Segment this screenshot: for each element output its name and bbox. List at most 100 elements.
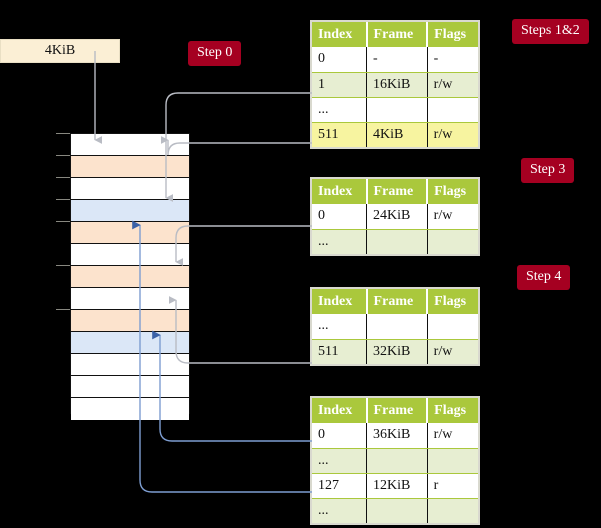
column-header-flags: Flags <box>427 179 478 204</box>
cell-index: ... <box>312 448 368 474</box>
cell-frame: 12KiB <box>366 473 428 499</box>
cell-flags: r/w <box>427 122 478 147</box>
memory-frame-row <box>71 288 189 310</box>
cell-index: ... <box>312 314 368 340</box>
cell-index: 0 <box>312 47 368 73</box>
memory-frame-row <box>71 200 189 222</box>
physical-memory-column <box>70 133 190 420</box>
badge-step-3-label: Step 3 <box>530 162 566 177</box>
table-row: 0-- <box>312 47 478 73</box>
cell-frame: 36KiB <box>366 423 428 449</box>
cell-index: 511 <box>312 339 368 364</box>
cell-flags: - <box>427 47 478 73</box>
badge-step-4: Step 4 <box>517 265 571 290</box>
memory-tick <box>56 155 70 156</box>
table-row: ... <box>312 229 478 254</box>
column-header-index: Index <box>312 179 368 204</box>
cell-flags <box>427 229 478 254</box>
wire-step3-24kib-to-mem <box>175 225 312 266</box>
column-header-flags: Flags <box>427 289 478 314</box>
cell-flags <box>427 97 478 123</box>
cell-flags: r/w <box>427 72 478 98</box>
memory-frame-row <box>71 332 189 354</box>
badge-steps-1-2-label: Steps 1&2 <box>521 23 580 38</box>
cell-index: ... <box>312 498 368 523</box>
cell-flags: r/w <box>427 339 478 364</box>
cell-frame: 24KiB <box>366 204 428 230</box>
badge-step-0: Step 0 <box>188 41 242 66</box>
column-header-frame: Frame <box>366 179 429 204</box>
memory-tick <box>56 309 70 310</box>
badge-steps-1-2: Steps 1&2 <box>512 19 589 44</box>
badge-step-0-label: Step 0 <box>197 45 233 60</box>
cell-frame <box>366 97 428 123</box>
memory-tick <box>56 221 70 222</box>
memory-tick <box>56 199 70 200</box>
table-row: ... <box>312 97 478 123</box>
memory-frame-row <box>71 156 189 178</box>
cell-frame: 16KiB <box>366 72 428 98</box>
source-frame-label: 4KiB <box>44 43 76 58</box>
table-row: ... <box>312 498 478 523</box>
cell-flags <box>427 448 478 474</box>
memory-frame-row <box>71 178 189 200</box>
column-header-index: Index <box>312 289 368 314</box>
memory-tick <box>56 133 70 134</box>
table-row: ... <box>312 448 478 474</box>
memory-frame-row <box>71 266 189 288</box>
column-header-flags: Flags <box>427 398 478 423</box>
cell-flags: r/w <box>427 423 478 449</box>
cell-frame <box>366 229 428 254</box>
column-header-index: Index <box>312 398 368 423</box>
cell-frame: 32KiB <box>366 339 428 364</box>
cell-index: 1 <box>312 72 368 98</box>
memory-frame-row <box>71 310 189 332</box>
badge-step-4-label: Step 4 <box>526 269 562 284</box>
memory-tick <box>56 265 70 266</box>
source-frame-box: 4KiB <box>0 39 120 63</box>
column-header-frame: Frame <box>366 398 429 423</box>
memory-frame-row <box>71 354 189 376</box>
column-header-flags: Flags <box>427 22 478 47</box>
cell-flags <box>427 314 478 340</box>
cell-frame <box>366 448 428 474</box>
memory-frame-row <box>71 398 189 420</box>
cell-index: 0 <box>312 423 368 449</box>
memory-frame-row <box>71 134 189 156</box>
cell-index: 511 <box>312 122 368 147</box>
column-header-index: Index <box>312 22 368 47</box>
cell-index: ... <box>312 97 368 123</box>
table-row: ... <box>312 314 478 340</box>
column-header-frame: Frame <box>366 22 429 47</box>
memory-frame-row <box>71 244 189 266</box>
cell-frame <box>366 498 428 523</box>
cell-flags: r <box>427 473 478 499</box>
column-header-frame: Frame <box>366 289 429 314</box>
cell-index: 127 <box>312 473 368 499</box>
wire-step4-mem-to-32kib <box>169 296 312 364</box>
cell-flags: r/w <box>427 204 478 230</box>
memory-frame-row <box>71 376 189 398</box>
memory-tick <box>56 177 70 178</box>
memory-frame-row <box>71 222 189 244</box>
cell-index: 0 <box>312 204 368 230</box>
cell-frame: 4KiB <box>366 122 428 147</box>
cell-flags <box>427 498 478 523</box>
cell-index: ... <box>312 229 368 254</box>
